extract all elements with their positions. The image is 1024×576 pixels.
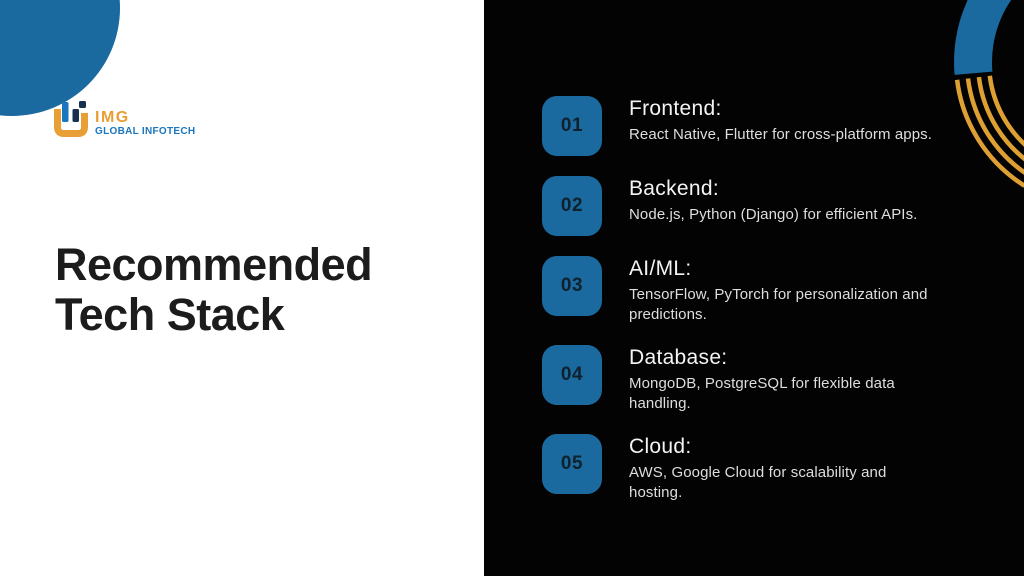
- img-logo-mark-icon: [54, 101, 88, 137]
- item-heading: Backend:: [629, 177, 719, 200]
- item-number-badge: 02: [542, 176, 602, 236]
- tech-stack-item-cloud: 05 Cloud: AWS, Google Cloud for scalabil…: [542, 434, 934, 503]
- item-number-badge: 01: [542, 96, 602, 156]
- corner-circle-decoration: [0, 0, 120, 116]
- item-heading: Frontend:: [629, 97, 722, 120]
- item-heading: Cloud:: [629, 435, 692, 458]
- page-title-line1: Recommended: [55, 239, 373, 290]
- item-number-badge: 03: [542, 256, 602, 316]
- item-text: Cloud: AWS, Google Cloud for scalability…: [629, 434, 934, 503]
- tech-stack-item-backend: 02 Backend: Node.js, Python (Django) for…: [542, 176, 934, 236]
- tech-stack-list: 01 Frontend: React Native, Flutter for c…: [542, 96, 934, 503]
- tech-stack-item-database: 04 Database: MongoDB, PostgreSQL for fle…: [542, 345, 934, 414]
- content-panel: 01 Frontend: React Native, Flutter for c…: [484, 0, 1024, 576]
- item-heading: AI/ML:: [629, 257, 692, 280]
- item-description: TensorFlow, PyTorch for personalization …: [629, 286, 928, 323]
- item-description: React Native, Flutter for cross-platform…: [629, 126, 933, 143]
- item-number-badge: 05: [542, 434, 602, 494]
- item-text: Backend: Node.js, Python (Django) for ef…: [629, 176, 934, 225]
- item-description: MongoDB, PostgreSQL for flexible data ha…: [629, 375, 895, 412]
- logo-subname: GLOBAL INFOTECH: [95, 126, 196, 137]
- logo-text: IMG GLOBAL INFOTECH: [95, 100, 195, 139]
- page-title-line2: Tech Stack: [55, 289, 285, 340]
- item-heading: Database:: [629, 346, 728, 369]
- company-logo: IMG GLOBAL INFOTECH: [52, 100, 195, 139]
- item-text: Frontend: React Native, Flutter for cros…: [629, 96, 934, 145]
- item-description: AWS, Google Cloud for scalability and ho…: [629, 464, 887, 501]
- tech-stack-item-frontend: 01 Frontend: React Native, Flutter for c…: [542, 96, 934, 156]
- item-text: Database: MongoDB, PostgreSQL for flexib…: [629, 345, 934, 414]
- item-text: AI/ML: TensorFlow, PyTorch for personali…: [629, 256, 934, 325]
- item-number-badge: 04: [542, 345, 602, 405]
- logo-name: IMG: [95, 109, 130, 126]
- item-description: Node.js, Python (Django) for efficient A…: [629, 206, 918, 223]
- tech-stack-item-aiml: 03 AI/ML: TensorFlow, PyTorch for person…: [542, 256, 934, 325]
- page-title: Recommended Tech Stack: [55, 240, 485, 340]
